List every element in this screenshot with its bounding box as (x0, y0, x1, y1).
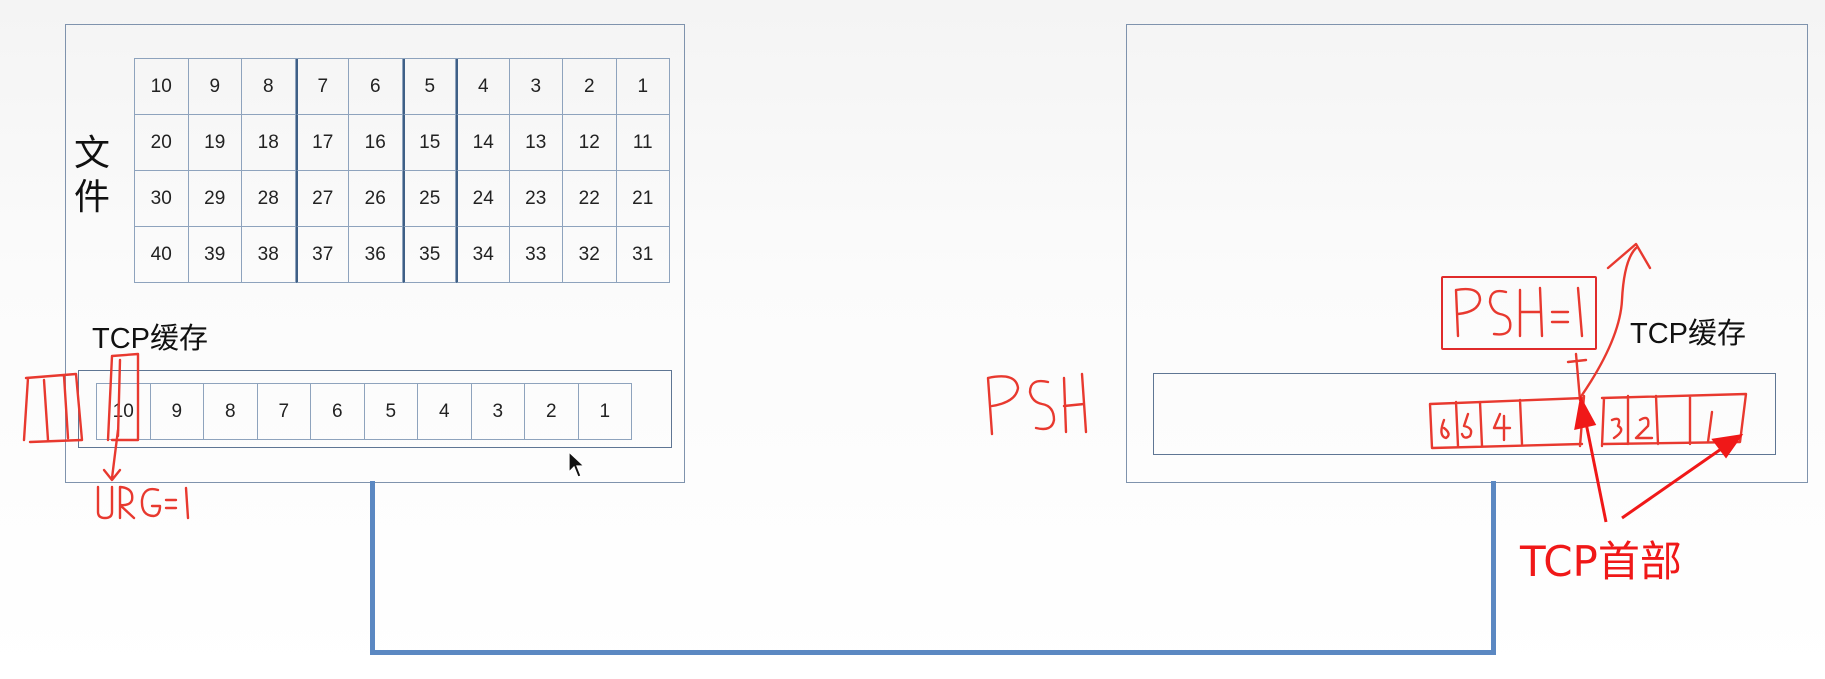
file-cell: 34 (456, 227, 510, 283)
file-cell: 16 (349, 115, 403, 171)
file-cell: 23 (509, 171, 563, 227)
file-cell: 26 (349, 171, 403, 227)
file-cell: 4 (456, 59, 510, 115)
buffer-segment: 4 (418, 384, 472, 440)
file-cell: 32 (563, 227, 617, 283)
file-label: 文 件 (74, 132, 118, 220)
file-cell: 33 (509, 227, 563, 283)
file-cell: 7 (295, 59, 349, 115)
receiver-host-box (1126, 24, 1808, 483)
network-link-left (370, 481, 375, 655)
file-cell: 5 (402, 59, 456, 115)
file-cell: 36 (349, 227, 403, 283)
file-cell: 1 (616, 59, 670, 115)
file-cell: 13 (509, 115, 563, 171)
file-label-char: 件 (74, 177, 111, 218)
buffer-segment: 9 (150, 384, 204, 440)
file-cell: 39 (188, 227, 242, 283)
urg-flag-handwriting (96, 485, 190, 520)
file-cell: 24 (456, 171, 510, 227)
file-cell: 15 (402, 115, 456, 171)
file-cell: 3 (509, 59, 563, 115)
file-cell: 20 (135, 115, 189, 171)
file-cell: 18 (242, 115, 296, 171)
buffer-segment: 7 (257, 384, 311, 440)
buffer-segment: 2 (525, 384, 579, 440)
file-cell: 8 (242, 59, 296, 115)
file-cell: 10 (135, 59, 189, 115)
file-cell: 17 (295, 115, 349, 171)
file-cell: 28 (242, 171, 296, 227)
file-cell: 27 (295, 171, 349, 227)
file-cell: 2 (563, 59, 617, 115)
file-cell: 9 (188, 59, 242, 115)
tcp-header-label: TCP首部 (1520, 537, 1682, 586)
buffer-segment: 1 (578, 384, 632, 440)
buffer-segment: 3 (471, 384, 525, 440)
file-cell: 12 (563, 115, 617, 171)
file-cell: 11 (616, 115, 670, 171)
file-cell: 19 (188, 115, 242, 171)
mouse-cursor-icon (568, 451, 586, 478)
file-label-char: 文 (74, 133, 111, 174)
file-cell: 38 (242, 227, 296, 283)
file-cell: 35 (402, 227, 456, 283)
file-cell: 37 (295, 227, 349, 283)
buffer-segment: 5 (364, 384, 418, 440)
network-link-right (1491, 481, 1496, 655)
buffer-segment: 6 (311, 384, 365, 440)
file-cell: 29 (188, 171, 242, 227)
file-cell: 14 (456, 115, 510, 171)
sender-host-box (65, 24, 685, 483)
buffer-segment: 8 (204, 384, 258, 440)
file-cell: 22 (563, 171, 617, 227)
receiver-tcp-buffer (1153, 373, 1776, 455)
psh-middle-handwriting (986, 372, 1088, 436)
network-link-bottom (370, 650, 1496, 655)
file-cell: 25 (402, 171, 456, 227)
sender-tcp-buffer-label: TCP缓存 (92, 323, 209, 355)
file-cell: 21 (616, 171, 670, 227)
file-cell: 40 (135, 227, 189, 283)
file-cell: 31 (616, 227, 670, 283)
file-cell: 30 (135, 171, 189, 227)
file-cell: 6 (349, 59, 403, 115)
buffer-segment: 10 (97, 384, 151, 440)
psh-flag-box (1441, 276, 1597, 350)
receiver-tcp-buffer-label: TCP缓存 (1630, 318, 1747, 350)
